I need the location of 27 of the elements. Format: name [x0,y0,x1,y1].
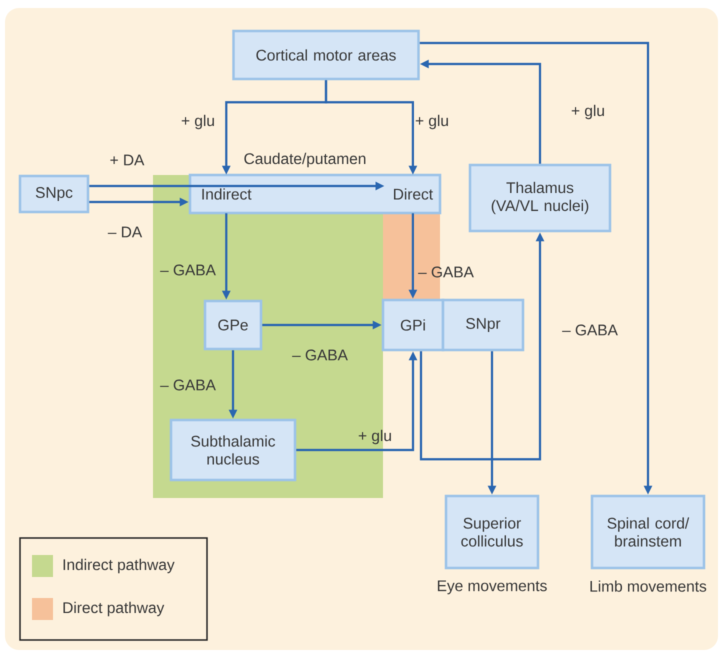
edge-label: – GABA [562,324,618,336]
region-text: Direct [394,188,433,200]
caption-text: Limb movements [590,580,706,592]
nucleus-box: Spinal cord/ brainstem [590,494,706,570]
edge-label: – GABA [418,266,474,278]
edge-label: – GABA [292,350,348,360]
caption-text: Eye movements [438,580,547,594]
nucleus-box: Subthalamic nucleus [170,418,296,482]
edge-label: + glu [416,114,448,130]
nucleus-box: SNpc [18,174,90,214]
nucleus-box: Superior colliculus [444,494,540,570]
nucleus-box: Thalamus (VA/VL nuclei) [468,164,612,232]
edge-label: – GABA [160,380,216,390]
edge-label: – GABA [160,264,216,276]
edge-label: + glu [572,104,604,120]
nucleus-box: SNpr [442,298,524,352]
nucleus-box: Cortical motor areas [232,30,420,80]
edge-label: + glu [358,430,391,444]
legend-label: Indirect pathway [64,558,175,574]
legend-label: Direct pathway [63,602,164,616]
nucleus-box: GPe [204,300,262,350]
node-label: Caudate/putamen [244,152,366,168]
region-text: Indirect [202,188,252,200]
edge-label: – DA [108,226,142,238]
edge-label: + DA [110,154,144,166]
nucleus-box: GPi [382,298,444,352]
edge-label: + glu [182,114,214,130]
